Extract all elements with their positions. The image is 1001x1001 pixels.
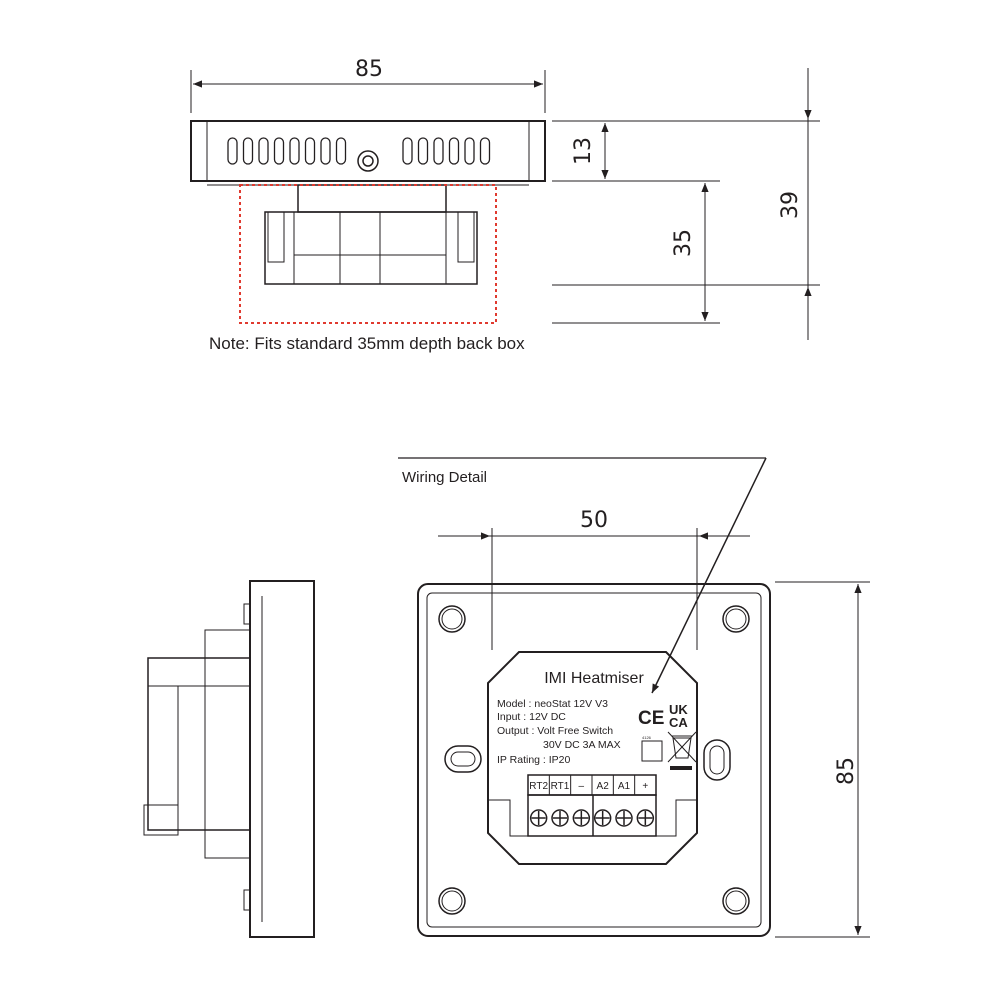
depth-35-dimension: 35 (552, 183, 820, 324)
back-box-note: Note: Fits standard 35mm depth back box (209, 334, 525, 353)
top-width-dimension: 85 (190, 57, 546, 113)
brand-name: IMI Heatmiser (544, 670, 644, 687)
vent-slot (304, 137, 316, 165)
terminal-screw-icon (529, 809, 548, 827)
weee-bin-icon (667, 731, 697, 770)
back-box-outline (239, 184, 497, 324)
wiring-pointer (398, 457, 767, 694)
side-view-unit (143, 580, 315, 938)
screw-hole-icon (438, 605, 466, 633)
mounting-slot-icon (444, 745, 482, 773)
terminal-screw-icon (615, 809, 633, 827)
screw-holes (438, 605, 750, 915)
vent-slot (289, 137, 300, 165)
terminal-screw-icon (572, 809, 591, 827)
small-box-icon (641, 740, 663, 762)
terminal-label: A2 (597, 781, 610, 792)
bottom-view: Wiring Detail 50 (143, 457, 870, 938)
terminal-label: – (579, 781, 585, 792)
terminal-label: RT2 (529, 781, 548, 792)
dim-13-label: 13 (571, 137, 596, 165)
model-text: Model : neoStat 12V V3 (497, 698, 608, 710)
screw-hole-icon (722, 887, 750, 915)
vent-slot (242, 137, 254, 165)
terminal-screw-icon (636, 809, 655, 827)
wiring-detail-label: Wiring Detail (402, 469, 487, 486)
top-width-label: 85 (355, 57, 383, 82)
dim-35-label: 35 (671, 229, 696, 257)
input-text: Input : 12V DC (497, 711, 566, 723)
vent-slot (417, 137, 429, 165)
terminal-label: RT1 (551, 781, 570, 792)
terminal-screw-icon (593, 809, 612, 827)
output-rating-text: 30V DC 3A MAX (543, 739, 621, 751)
vent-slot (273, 137, 285, 165)
vent-slot (479, 137, 491, 165)
terminal-label: + (642, 781, 648, 792)
back-plate (417, 583, 771, 937)
output-text: Output : Volt Free Switch (497, 725, 613, 737)
ip-rating-text: IP Rating : IP20 (497, 754, 571, 766)
vent-slot (320, 137, 331, 165)
mounting-slots (444, 739, 731, 781)
depth-39-dimension: 39 (778, 68, 812, 340)
depth-13-dimension: 13 (552, 120, 820, 182)
ce-mark-icon: CE (638, 708, 664, 729)
button-icon (357, 150, 379, 172)
terminal-width-dimension: 50 (438, 508, 750, 650)
back-body-side (264, 184, 478, 285)
screw-hole-icon (722, 605, 750, 633)
ukca-mark-bottom: CA (669, 715, 688, 730)
rating-label: IMI Heatmiser Model : neoStat 12V V3 Inp… (497, 670, 697, 770)
top-view: 85 (190, 57, 820, 353)
dim-50-label: 50 (580, 508, 608, 533)
terminal-screw-icon (551, 809, 569, 827)
vent-slot (258, 137, 269, 165)
terminal-label: A1 (618, 781, 631, 792)
vent-slot (227, 137, 238, 165)
vent-slot (464, 137, 475, 165)
mounting-slot-icon (703, 739, 731, 781)
vent-slot (402, 137, 413, 165)
vent-slot (335, 137, 347, 165)
dim-39-label: 39 (778, 191, 803, 219)
vent-slot (448, 137, 460, 165)
ukca-mark-top: UK (669, 702, 688, 717)
vent-slot (433, 137, 444, 165)
dim-85-label: 85 (834, 757, 859, 785)
small-box-text: 4126 (642, 735, 652, 740)
screw-hole-icon (438, 887, 466, 915)
plate-height-dimension: 85 (775, 581, 870, 938)
vent-slots (227, 137, 491, 165)
